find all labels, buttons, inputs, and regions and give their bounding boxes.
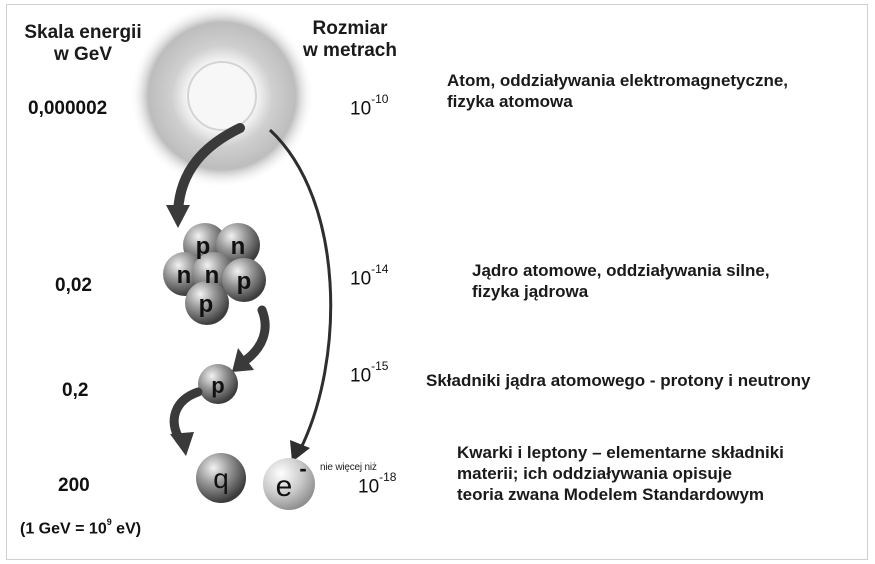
size-exponent: -18 [379, 470, 396, 484]
nucleon-label: p [196, 233, 211, 260]
energy-value-atom: 0,000002 [28, 98, 107, 120]
nucleus: p n n n p p [163, 223, 266, 325]
gev-exponent: 9 [107, 517, 112, 527]
size-exponent: -10 [371, 92, 388, 106]
electron-label: e [276, 470, 293, 503]
description-quark-lepton: Kwarki i leptony – elementarne składniki… [457, 442, 784, 505]
description-proton: Składniki jądra atomowego - protony i ne… [426, 370, 810, 391]
size-value-atom: 10-10 [350, 96, 388, 120]
arrow-proton-to-quark-head [170, 432, 194, 456]
size-value-nucleus: 10-14 [350, 266, 388, 290]
size-value-quark: 10-18 [358, 474, 396, 498]
size-exponent: -14 [371, 262, 388, 276]
atom-core [188, 62, 256, 130]
size-prefix-note: nie więcej niż [320, 462, 377, 473]
nucleon-label: n [177, 262, 192, 289]
nucleon-label: p [237, 268, 252, 295]
energy-value-nucleus: 0,02 [55, 275, 92, 297]
proton-label: p [211, 373, 224, 398]
energy-value-proton: 0,2 [62, 380, 88, 402]
gev-footnote: (1 GeV = 109 eV) [20, 519, 141, 538]
arrow-atom-to-electron [270, 130, 331, 450]
arrow-nucleus-to-proton [246, 310, 265, 360]
energy-value-quark: 200 [58, 475, 90, 497]
quark-label: q [213, 463, 229, 494]
arrow-atom-to-nucleus-head [166, 205, 190, 228]
electron-charge: - [299, 456, 306, 481]
nucleon-label: n [205, 262, 220, 289]
nucleon-label: p [199, 291, 214, 318]
description-atom: Atom, oddziaływania elektromagnetyczne, … [447, 70, 788, 112]
nucleon-label: n [231, 233, 246, 260]
description-nucleus: Jądro atomowe, oddziaływania silne, fizy… [472, 260, 770, 302]
size-exponent: -15 [371, 359, 388, 373]
size-value-proton: 10-15 [350, 363, 388, 387]
